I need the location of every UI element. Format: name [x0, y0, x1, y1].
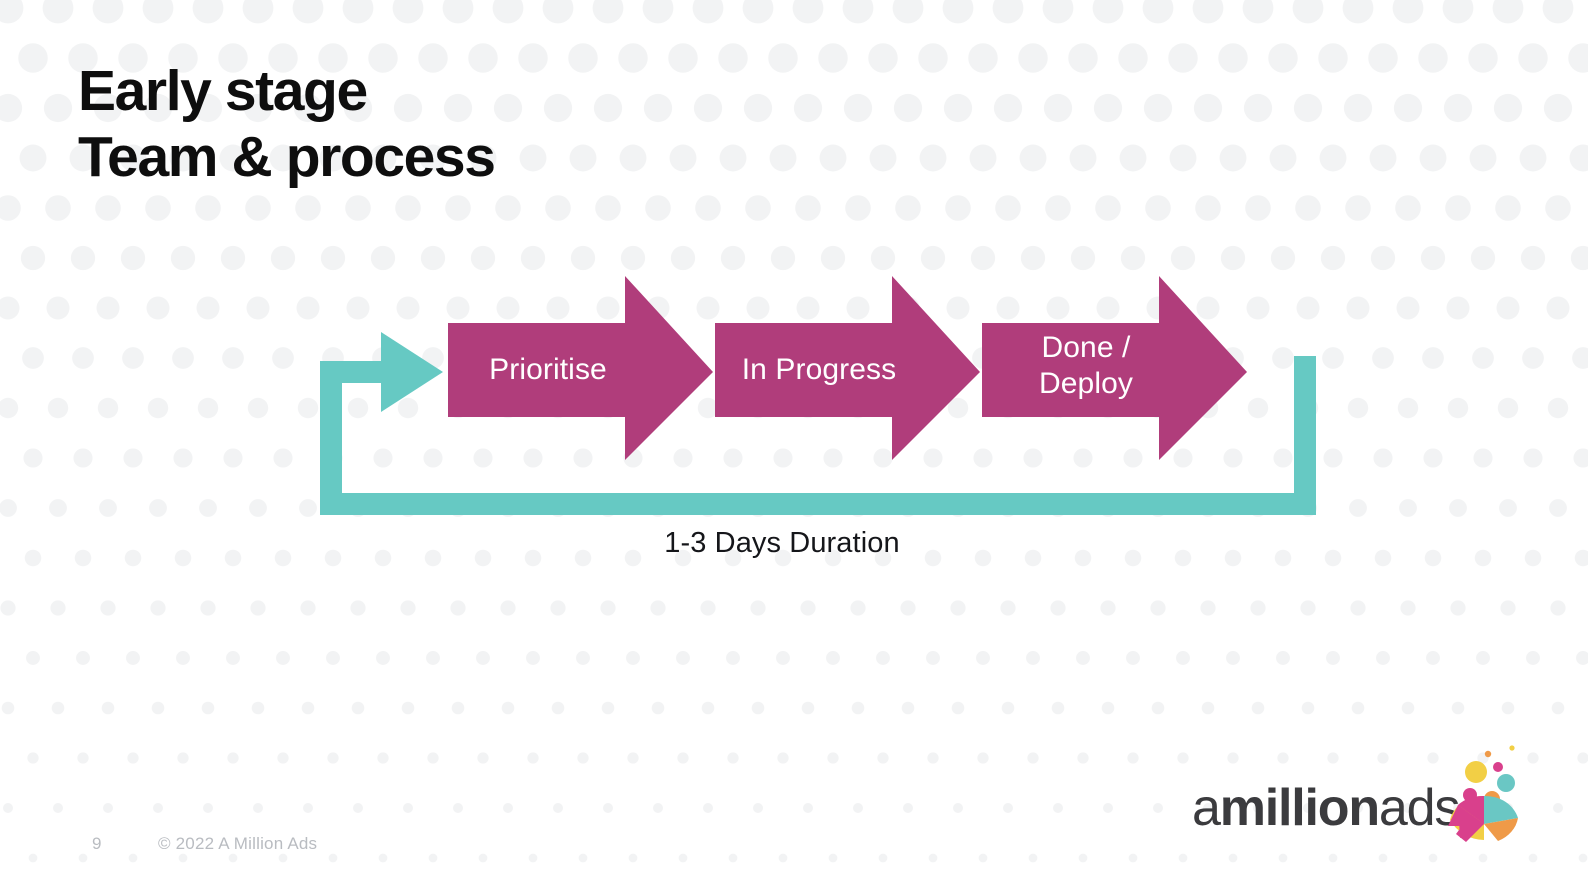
- slide-footer: 9 © 2022 A Million Ads: [92, 834, 317, 854]
- title-line-1: Early stage: [78, 59, 368, 123]
- loop-duration-text: 1-3 Days Duration: [664, 527, 900, 559]
- title-line-2: Team & process: [78, 125, 496, 189]
- logo-word-million: million: [1219, 779, 1380, 837]
- feedback-loop-shape: [320, 332, 1316, 515]
- copyright-text: © 2022 A Million Ads: [158, 834, 318, 853]
- amillionads-logo: amillionads: [1192, 745, 1518, 844]
- logo-word-a: a: [1192, 779, 1221, 837]
- page-number: 9: [92, 834, 102, 853]
- page-title: Early stage Team & process: [78, 58, 978, 190]
- loop-duration-caption: 1-3 Days Duration: [0, 524, 1588, 562]
- flow-arrow-prioritise: [448, 276, 713, 460]
- logo-word-ads: ads: [1378, 779, 1460, 837]
- flow-arrow-in-progress: [715, 276, 980, 460]
- logo-speech-bubble-icon: [1448, 745, 1518, 842]
- flow-step-arrows: [448, 276, 1247, 460]
- flow-arrow-done-deploy: [982, 276, 1247, 460]
- logo-wordmark: amillionads: [1192, 779, 1460, 837]
